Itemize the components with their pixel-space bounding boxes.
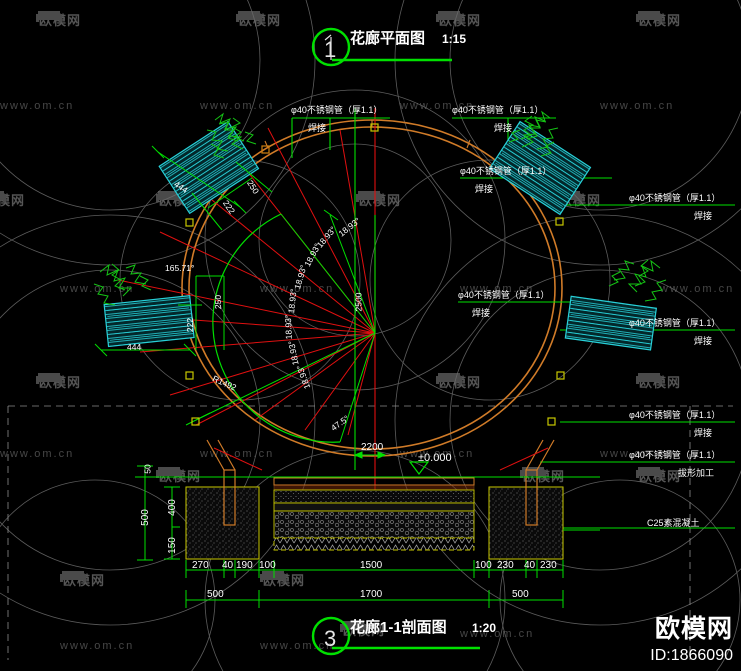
brand-id: ID:1866090 <box>650 647 733 664</box>
section-bubble-number: 3 <box>324 626 337 651</box>
plan-center-line <box>354 108 376 470</box>
paving-buildup <box>273 477 475 551</box>
pipe-label-4: φ40不锈钢管（厚1.1） <box>629 193 721 203</box>
planter-mid-left <box>103 295 195 348</box>
title-bubbles <box>311 27 351 656</box>
plan-bubble-number: 1 <box>324 37 337 62</box>
chain-dim-230a: 230 <box>497 560 514 571</box>
pipe-label-1: φ40不锈钢管（厚1.1） <box>291 105 383 115</box>
chain-dim-40a: 40 <box>222 560 234 571</box>
viewport-boundary <box>7 405 733 660</box>
chain-outer-500b: 500 <box>512 589 529 600</box>
pipe-weld-6: 焊接 <box>694 336 713 346</box>
pipe-weld-2: 焊接 <box>494 123 513 133</box>
radial-dim-2500: 2500 <box>353 292 364 312</box>
plan-title-text: 花廊平面图 <box>350 30 426 47</box>
dim-chain-section <box>135 465 600 608</box>
planter-b-ml: 250 <box>213 294 224 310</box>
section-dim-50: 50 <box>142 464 153 474</box>
planter-top-right <box>488 120 592 216</box>
chain-outer-500a: 500 <box>207 589 224 600</box>
base-width-dim: 2200 <box>361 442 384 453</box>
planter-width-ml: 444 <box>127 342 142 352</box>
pipe-weld-5: 焊接 <box>472 308 491 318</box>
radius-leader <box>185 332 376 426</box>
section-title-scale: 1:20 <box>472 621 497 635</box>
chain-dim-230b: 230 <box>540 560 557 571</box>
pipe-weld-1: 焊接 <box>308 123 327 133</box>
ground-level-line <box>150 461 600 478</box>
concrete-label: C25素混凝土 <box>647 518 700 528</box>
section-dim-150: 150 <box>166 537 178 554</box>
dim-2200 <box>353 451 387 459</box>
pipe-label-5: φ40不锈钢管（厚1.1） <box>458 290 550 300</box>
chain-dim-40b: 40 <box>524 560 536 571</box>
pipe-weld-4: 焊接 <box>694 211 713 221</box>
level-marker-label: ±0.000 <box>418 452 452 464</box>
pipe-label-8: φ40不锈钢管（厚1.1） <box>629 450 721 460</box>
footing-right <box>488 469 564 560</box>
chain-dim-100b: 100 <box>475 560 492 571</box>
angle-dim-165: 165.71° <box>165 263 195 273</box>
plan-title-scale: 1:15 <box>442 32 467 46</box>
section-dim-400: 400 <box>166 499 178 516</box>
chain-outer-1700: 1700 <box>360 589 383 600</box>
chain-dim-270: 270 <box>192 560 209 571</box>
planter-mid-right <box>564 295 658 351</box>
chain-dim-1500: 1500 <box>360 560 383 571</box>
angle-arc <box>212 213 341 443</box>
pipe-weld-3: 焊接 <box>475 184 494 194</box>
title-bubble-stems <box>324 34 332 60</box>
planter-a-ml: 222 <box>185 317 196 333</box>
pipe-label-7: φ40不锈钢管（厚1.1） <box>629 410 721 420</box>
plant-symbols <box>93 110 667 306</box>
pipe-label-6: φ40不锈钢管（厚1.1） <box>629 318 721 328</box>
brand-watermark: 欧模网 <box>654 615 733 643</box>
angle-tick-lines <box>280 213 376 443</box>
title-underlines <box>332 58 480 650</box>
pipe-label-3: φ40不锈钢管（厚1.1） <box>460 166 552 176</box>
footing-left <box>185 469 260 560</box>
section-title-text: 花廊1-1剖面图 <box>350 619 447 636</box>
chain-dim-190: 190 <box>236 560 253 571</box>
radial-dim-2500 <box>323 209 376 334</box>
pipe-process-8: 拔形加工 <box>678 468 715 478</box>
section-dim-500: 500 <box>139 509 151 526</box>
planter-dims <box>94 145 273 357</box>
section-posts <box>206 439 555 471</box>
pipe-label-2: φ40不锈钢管（厚1.1） <box>452 105 544 115</box>
pipe-weld-7: 焊接 <box>694 428 713 438</box>
chain-dim-100a: 100 <box>259 560 276 571</box>
section-red-leader <box>213 447 549 471</box>
planter-top-left <box>158 120 260 215</box>
angle-dim-4: 18.93° <box>282 314 294 340</box>
